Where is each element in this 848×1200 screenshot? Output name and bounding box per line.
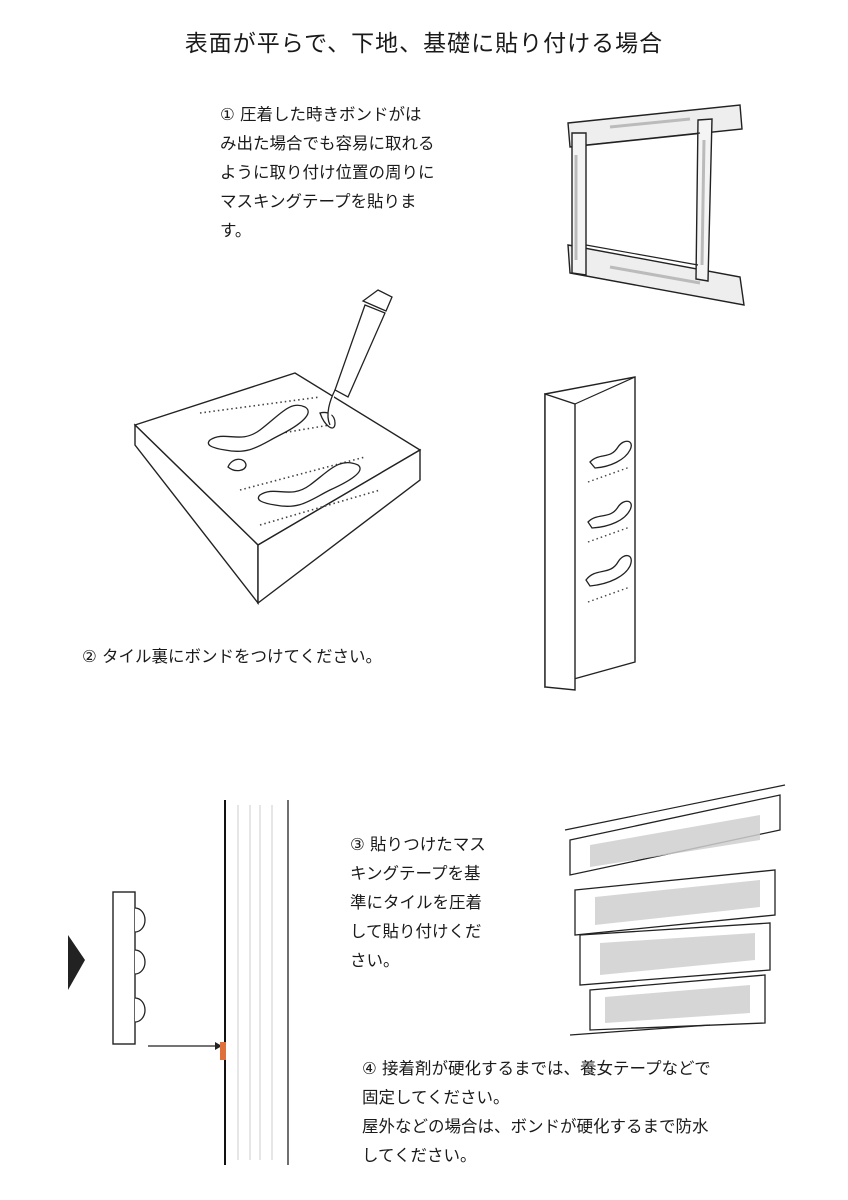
tile-applying-bond-illustration — [133, 289, 422, 606]
masking-tape-frame-illustration — [567, 104, 745, 306]
tile-back-with-bond-illustration — [544, 376, 636, 691]
page-title: 表面が平らで、下地、基礎に貼り付ける場合 — [184, 31, 664, 57]
step-1-text: ① 圧着した時きボンドがは み出た場合でも容易に取れる ように取り付け位置の周り… — [220, 105, 435, 240]
step-3-text: ③ 貼りつけたマス キングテープを基 準にタイルを圧着 して貼り付けくだ さい。 — [350, 835, 486, 970]
arrow-right-icon — [68, 935, 85, 990]
step-2-text: ② タイル裏にボンドをつけてください。 — [82, 647, 383, 666]
step-4-text: ④ 接着剤が硬化するまでは、養女テープなどで 固定してください。 屋外などの場合… — [362, 1059, 711, 1165]
bond-marker — [220, 1042, 226, 1060]
pressing-tile-side-view-illustration — [68, 800, 289, 1165]
tiles-on-wall-with-tape-illustration — [564, 784, 786, 1036]
